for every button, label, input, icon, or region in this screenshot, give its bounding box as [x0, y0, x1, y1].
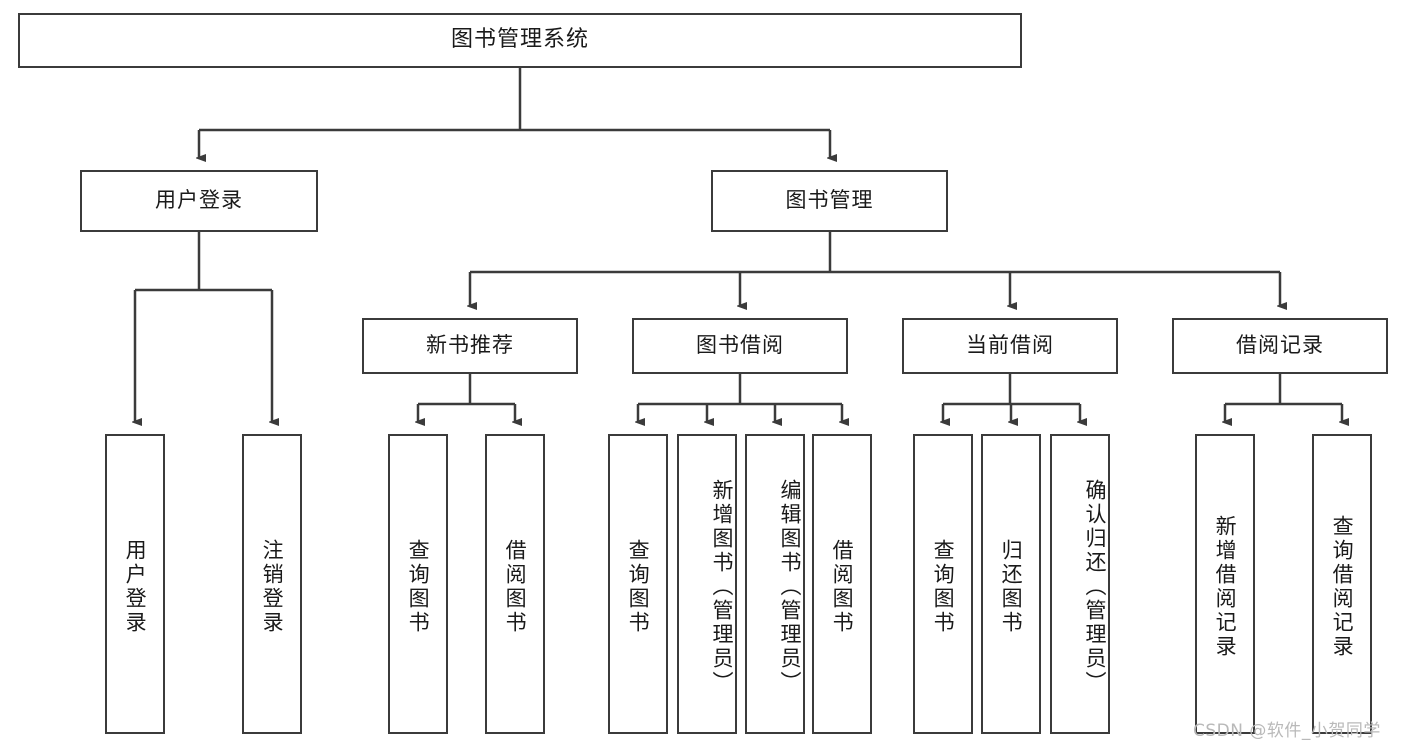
- leaf-query-book-recommend[interactable]: 查询图书: [388, 434, 448, 734]
- link-group-user-login: [135, 232, 272, 422]
- leaf-query-borrow-record[interactable]: 查询借阅记录: [1312, 434, 1372, 734]
- node-new-book-recommend[interactable]: 新书推荐: [362, 318, 578, 374]
- leaf-add-borrow-record[interactable]: 新增借阅记录: [1195, 434, 1255, 734]
- node-current-borrow[interactable]: 当前借阅: [902, 318, 1118, 374]
- csdn-watermark: CSDN @软件_小贺同学: [1193, 721, 1381, 741]
- leaf-borrow-book-recommend[interactable]: 借阅图书: [485, 434, 545, 734]
- link-group-current-borrow: [943, 374, 1080, 422]
- leaf-confirm-return-admin[interactable]: 确认归还（管理员）: [1050, 434, 1110, 734]
- link-group-book-manage: [470, 232, 1280, 306]
- leaf-add-book-admin[interactable]: 新增图书（管理员）: [677, 434, 737, 734]
- node-user-login[interactable]: 用户登录: [80, 170, 318, 232]
- leaf-user-login[interactable]: 用户登录: [105, 434, 165, 734]
- node-root-system[interactable]: 图书管理系统: [18, 13, 1022, 68]
- node-book-borrow[interactable]: 图书借阅: [632, 318, 848, 374]
- node-borrow-record[interactable]: 借阅记录: [1172, 318, 1388, 374]
- link-group-root: [199, 68, 830, 158]
- leaf-query-book-current[interactable]: 查询图书: [913, 434, 973, 734]
- leaf-logout-login[interactable]: 注销登录: [242, 434, 302, 734]
- link-group-new-book-recommend: [418, 374, 515, 422]
- link-group-borrow-record: [1225, 374, 1342, 422]
- node-book-manage[interactable]: 图书管理: [711, 170, 948, 232]
- leaf-query-book-borrow[interactable]: 查询图书: [608, 434, 668, 734]
- leaf-borrow-book[interactable]: 借阅图书: [812, 434, 872, 734]
- link-group-book-borrow: [638, 374, 842, 422]
- leaf-edit-book-admin[interactable]: 编辑图书（管理员）: [745, 434, 805, 734]
- leaf-return-book[interactable]: 归还图书: [981, 434, 1041, 734]
